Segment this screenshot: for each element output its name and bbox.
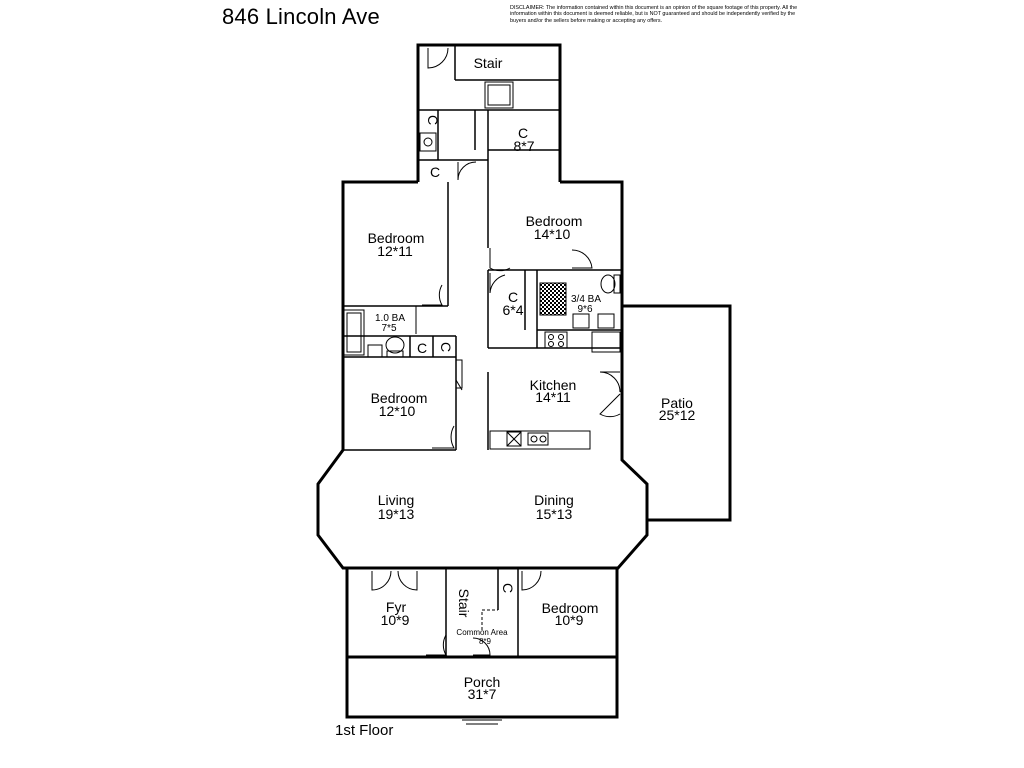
room-dining-size: 15*13 xyxy=(536,506,573,522)
room-dining: Dining xyxy=(534,492,574,508)
room-porch: Porch xyxy=(464,674,501,690)
room-closet-mid: C xyxy=(508,289,518,305)
room-bath-34: 3/4 BA xyxy=(571,294,601,305)
room-bedroom-w-size: 12*10 xyxy=(379,403,416,419)
room-closet-hall-b: C xyxy=(438,342,454,352)
fixtures xyxy=(343,81,621,358)
room-stair-front: Stair xyxy=(456,589,472,618)
room-closet-hall-a: C xyxy=(417,340,427,356)
room-kitchen-size: 14*11 xyxy=(535,389,571,405)
room-bedroom-nw-size: 12*11 xyxy=(377,243,413,259)
room-closet-front: C xyxy=(500,583,516,593)
room-bedroom-nw: Bedroom xyxy=(368,230,425,246)
room-bedroom-s: Bedroom xyxy=(542,600,599,616)
room-closet-mid-size: 6*4 xyxy=(502,302,523,318)
room-living: Living xyxy=(378,492,415,508)
room-stair-top: Stair xyxy=(474,55,503,71)
room-patio: Patio xyxy=(661,395,693,411)
room-bedroom-ne-size: 14*10 xyxy=(534,226,571,242)
room-kitchen: Kitchen xyxy=(530,377,577,393)
floor-label: 1st Floor xyxy=(335,722,394,739)
exterior-walls xyxy=(316,43,732,719)
room-porch-size: 31*7 xyxy=(468,686,497,702)
interior-walls xyxy=(343,45,622,725)
room-bath-10: 1.0 BA xyxy=(375,313,405,324)
room-closet-left-a: C xyxy=(425,115,441,125)
room-living-size: 19*13 xyxy=(378,506,415,522)
room-bedroom-w: Bedroom xyxy=(371,390,428,406)
doors xyxy=(371,47,621,656)
room-common-area: Common Area xyxy=(456,628,508,637)
room-bath-34-size: 9*6 xyxy=(577,304,592,315)
room-bath-10-size: 7*5 xyxy=(381,323,396,334)
room-bedroom-s-size: 10*9 xyxy=(555,612,584,628)
property-address: 846 Lincoln Ave xyxy=(222,4,380,29)
room-closet-top-size: 8*7 xyxy=(513,138,534,154)
room-closet-top: C xyxy=(518,125,528,141)
room-patio-size: 25*12 xyxy=(659,407,696,423)
room-closet-left-b: C xyxy=(430,164,440,180)
room-foyer-size: 10*9 xyxy=(381,612,410,628)
disclaimer-text: DISCLAIMER: The information contained wi… xyxy=(510,5,798,24)
room-foyer: Fyr xyxy=(386,599,407,615)
room-common-area-size: 8*9 xyxy=(479,637,492,646)
room-bedroom-ne: Bedroom xyxy=(526,213,583,229)
